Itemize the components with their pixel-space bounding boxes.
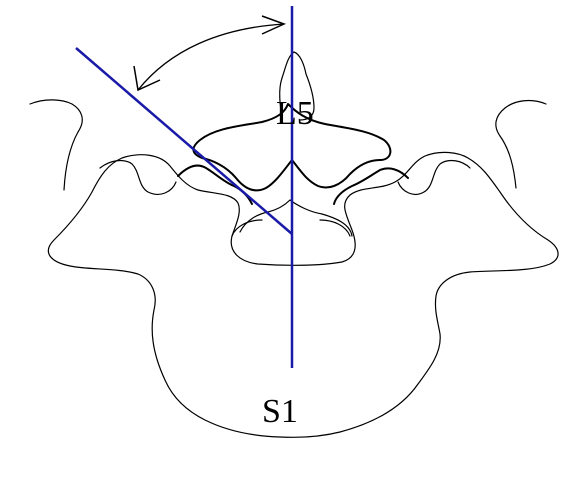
label-l5: L5 — [276, 95, 314, 132]
l5-arch — [192, 103, 392, 192]
sacral-canal — [239, 199, 353, 237]
arc-arrowhead-top-icon — [261, 15, 286, 35]
arc-arrowhead-bottom-icon — [133, 65, 161, 92]
left-facet-joint — [177, 164, 253, 205]
l5-spinous-process — [279, 51, 315, 121]
label-s1: S1 — [262, 393, 298, 430]
right-outer-process — [495, 99, 547, 189]
left-ala-contour — [99, 159, 177, 195]
vertebral-foramen — [231, 219, 351, 237]
right-ala-contour — [397, 159, 471, 195]
angle-arc — [137, 23, 285, 91]
left-outer-process — [29, 99, 83, 191]
facet-angle-line — [75, 47, 293, 235]
sacrum-outline — [47, 151, 559, 438]
right-facet-joint — [333, 167, 409, 205]
